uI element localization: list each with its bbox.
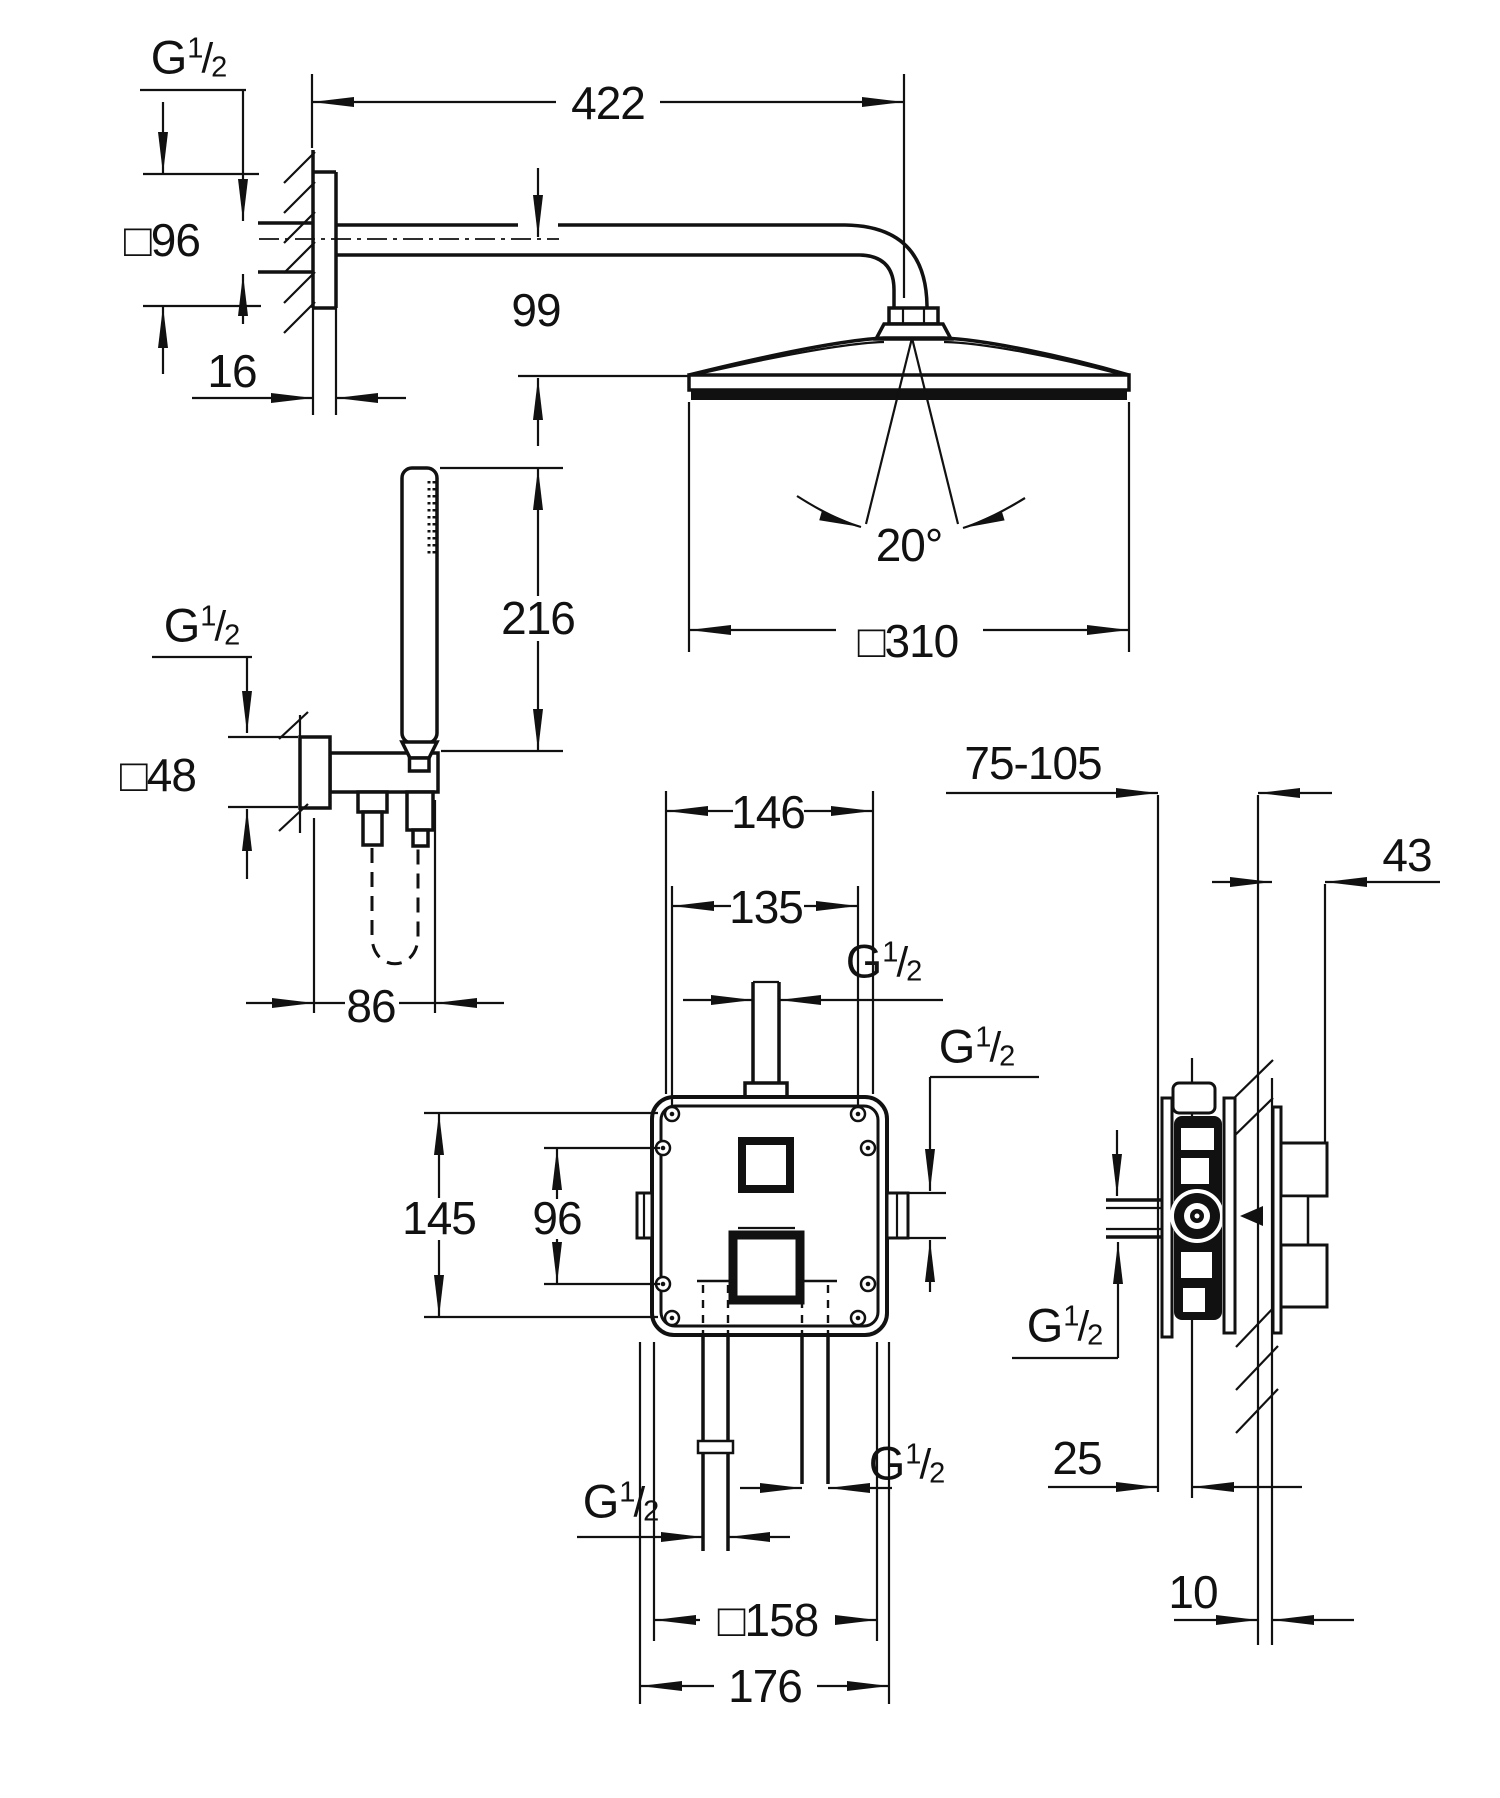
thread-g: G (868, 1436, 906, 1490)
thread-g: G (1026, 1298, 1064, 1352)
thread-g: G (938, 1019, 976, 1073)
mixer-box-side-view (1106, 795, 1329, 1645)
thread-label-side-port: G1/2 (939, 1022, 1016, 1071)
thread-slash: / (896, 938, 909, 986)
thread-num: 1 (619, 1476, 636, 1509)
mixer-box-front-view (635, 980, 910, 1551)
dim-trim-size-label: □158 (717, 1594, 820, 1646)
hand-shower-assembly (278, 466, 440, 966)
thread-slash: / (989, 1023, 1002, 1071)
dim-head-angle-label: 20° (875, 519, 944, 571)
dim-box-height-label: 145 (402, 1192, 477, 1244)
thread-den: 2 (1087, 1319, 1104, 1352)
thread-slash: / (214, 602, 227, 650)
thread-label-bottom-right: G1/2 (869, 1439, 946, 1488)
head-shower (687, 306, 1131, 400)
thread-den: 2 (906, 955, 923, 988)
thread-g: G (163, 598, 201, 652)
dim-box-width-label: 146 (731, 786, 806, 838)
dim-hand-shower-length-label: 216 (501, 592, 576, 644)
thread-num: 1 (1063, 1300, 1080, 1333)
thread-den: 2 (224, 619, 241, 652)
thread-num: 1 (882, 936, 899, 969)
thread-label-top-pipe: G1/2 (846, 937, 923, 986)
thread-den: 2 (211, 51, 228, 84)
dim-head-drop-label: 99 (511, 284, 561, 336)
dimension-lines (140, 74, 1440, 1704)
thread-num: 1 (975, 1021, 992, 1054)
dim-box-screw-height-label: 96 (532, 1192, 582, 1244)
thread-label-bottom-left: G1/2 (583, 1477, 660, 1526)
thread-num: 1 (200, 600, 217, 633)
dim-box-screw-width-label: 135 (729, 881, 804, 933)
flow-arrow (1240, 1206, 1263, 1226)
holder-wall-plate (298, 735, 332, 810)
thread-g: G (582, 1474, 620, 1528)
dim-holder-projection-label: 86 (346, 980, 396, 1032)
thread-slash: / (1077, 1302, 1090, 1350)
dim-holder-plate-size-label: □48 (120, 749, 197, 801)
thread-label-holder: G1/2 (164, 601, 241, 650)
thread-label-side-view: G1/2 (1027, 1301, 1104, 1350)
wall-hatch-arm (283, 151, 316, 334)
shower-hose (370, 848, 420, 966)
thread-slash: / (633, 1478, 646, 1526)
thread-slash: / (919, 1440, 932, 1488)
dim-trim-width-label: 176 (728, 1660, 803, 1712)
shower-arm-assembly (258, 150, 929, 415)
thread-den: 2 (999, 1040, 1016, 1073)
hand-shower-stick (400, 466, 439, 745)
dim-arm-plate-depth-label: 16 (207, 345, 257, 397)
thread-slash: / (201, 34, 214, 82)
thread-label-arm: G1/2 (151, 33, 228, 82)
thread-den: 2 (643, 1495, 660, 1528)
thread-g: G (845, 934, 883, 988)
lower-opening (728, 1230, 805, 1305)
dim-box-depth-label: 43 (1382, 829, 1432, 881)
dim-wall-cover-label: 10 (1168, 1566, 1218, 1618)
thread-g: G (150, 30, 188, 84)
dim-plate-depth-label: 25 (1052, 1432, 1102, 1484)
dim-rough-in-depth-label: 75-105 (964, 737, 1102, 789)
dim-arm-projection-label: 422 (571, 77, 646, 129)
dim-head-size-label: □310 (857, 615, 960, 667)
thread-den: 2 (929, 1457, 946, 1490)
thread-num: 1 (905, 1438, 922, 1471)
upper-opening (738, 1137, 794, 1193)
dim-arm-plate-size-label: □96 (124, 214, 201, 266)
thread-num: 1 (187, 32, 204, 65)
spray-face (691, 390, 1127, 400)
screw-holes (654, 1105, 877, 1327)
